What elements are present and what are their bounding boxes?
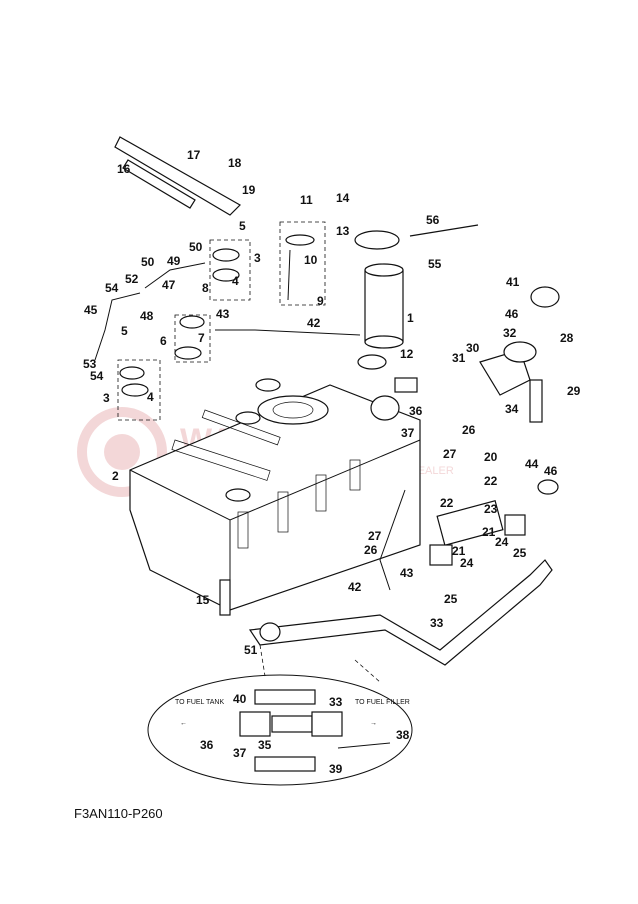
svg-text:←: ←: [180, 720, 187, 727]
label-11: 11: [300, 193, 313, 207]
label-42b: 42: [348, 580, 362, 594]
label-35: 35: [258, 738, 272, 752]
diagram-code: F3AN110-P260: [74, 806, 163, 821]
label-36: 36: [409, 404, 423, 418]
label-22a: 22: [484, 474, 498, 488]
label-3a: 3: [254, 251, 261, 265]
label-30: 30: [466, 341, 480, 355]
label-40: 40: [233, 692, 247, 706]
label-39: 39: [329, 762, 343, 776]
label-37: 37: [401, 426, 415, 440]
label-20: 20: [484, 450, 498, 464]
label-8: 8: [202, 281, 209, 295]
fuel-tank: [129, 378, 421, 611]
label-53: 53: [83, 357, 97, 371]
svg-text:→: →: [370, 720, 377, 727]
label-37-inset: 37: [233, 746, 247, 760]
label-5a: 5: [239, 219, 246, 233]
tank-pad-15: [219, 579, 231, 616]
inset-right-label: TO FUEL FILLER: [355, 699, 410, 706]
label-31: 31: [452, 351, 466, 365]
label-51: 51: [244, 643, 258, 657]
label-50b: 50: [141, 255, 155, 269]
label-16: 16: [117, 162, 131, 176]
label-42a: 42: [307, 316, 321, 330]
filler-neck-assembly: [479, 286, 560, 495]
fuel-gauge-assembly: [279, 221, 326, 306]
label-21b: 21: [452, 544, 466, 558]
grommet-37: [370, 395, 400, 421]
label-46a: 46: [505, 307, 519, 321]
label-56: 56: [426, 213, 440, 227]
label-4a: 4: [232, 274, 239, 288]
label-4b: 4: [147, 390, 154, 404]
label-33: 33: [430, 616, 444, 630]
label-43b: 43: [400, 566, 414, 580]
label-6: 6: [160, 334, 167, 348]
label-44: 44: [525, 457, 539, 471]
part-labels: 1 2 3 3 4 4 5 5 6 7 8 9 10 11 12 13 14 1…: [83, 148, 581, 776]
charcoal-canister: [429, 500, 526, 566]
label-47: 47: [162, 278, 176, 292]
label-12: 12: [400, 347, 414, 361]
label-14: 14: [336, 191, 350, 205]
label-55: 55: [428, 257, 442, 271]
label-22b: 22: [440, 496, 454, 510]
label-45: 45: [84, 303, 98, 317]
hoses: [94, 224, 553, 666]
label-5b: 5: [121, 324, 128, 338]
label-50a: 50: [189, 240, 203, 254]
label-21a: 21: [482, 525, 496, 539]
hose-36: [394, 377, 418, 393]
label-48: 48: [140, 309, 154, 323]
label-27a: 27: [443, 447, 457, 461]
label-49: 49: [167, 254, 181, 268]
label-17: 17: [187, 148, 201, 162]
label-46b: 46: [544, 464, 558, 478]
label-7: 7: [198, 331, 205, 345]
label-26a: 26: [462, 423, 476, 437]
label-15: 15: [196, 593, 210, 607]
label-1: 1: [407, 311, 414, 325]
label-54a: 54: [90, 369, 104, 383]
inset-detail: TO FUEL TANK TO FUEL FILLER ← →: [147, 644, 413, 786]
label-36-inset: 36: [200, 738, 214, 752]
fuel-sender-unit: [354, 230, 404, 370]
inset-left-label: TO FUEL TANK: [175, 699, 224, 706]
vent-strap: [114, 136, 241, 216]
label-24a: 24: [495, 535, 509, 549]
label-52: 52: [125, 272, 139, 286]
label-3b: 3: [103, 391, 110, 405]
clamp-ring-51: [259, 622, 281, 642]
label-10: 10: [304, 253, 318, 267]
label-41: 41: [506, 275, 520, 289]
label-23: 23: [484, 502, 498, 516]
label-26b: 26: [364, 543, 378, 557]
label-9: 9: [317, 294, 324, 308]
label-34: 34: [505, 402, 519, 416]
label-24b: 24: [460, 556, 474, 570]
label-32: 32: [503, 326, 517, 340]
label-19: 19: [242, 183, 256, 197]
label-43a: 43: [216, 307, 230, 321]
label-33-inset: 33: [329, 695, 343, 709]
label-25b: 25: [444, 592, 458, 606]
label-13: 13: [336, 224, 350, 238]
label-27b: 27: [368, 529, 382, 543]
label-25a: 25: [513, 546, 527, 560]
label-2: 2: [112, 469, 119, 483]
label-29: 29: [567, 384, 581, 398]
label-28: 28: [560, 331, 574, 345]
mounting-pads: [117, 239, 251, 421]
label-18: 18: [228, 156, 242, 170]
label-54b: 54: [105, 281, 119, 295]
label-38: 38: [396, 728, 410, 742]
